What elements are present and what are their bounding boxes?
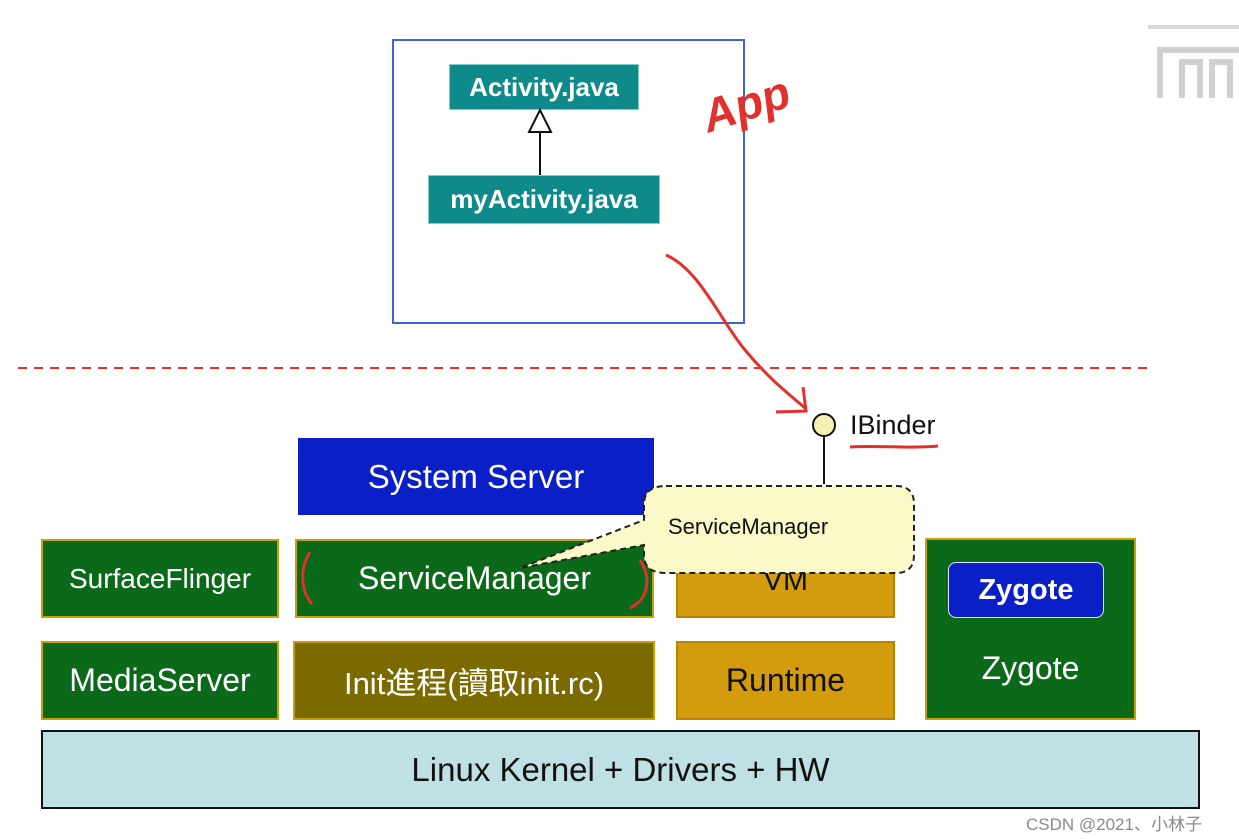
system-server-box: System Server — [298, 438, 654, 515]
surface-flinger-box: SurfaceFlinger — [41, 539, 279, 618]
handwritten-arrowhead — [775, 386, 808, 414]
inheritance-arrowhead — [527, 107, 553, 133]
activity-class-box: Activity.java — [449, 64, 639, 110]
my-activity-class-box: myActivity.java — [428, 175, 660, 224]
media-server-box: MediaServer — [41, 641, 279, 720]
init-process-box: Init進程(讀取init.rc) — [293, 641, 655, 720]
app-layer-frame — [392, 39, 745, 324]
right-red-bracket — [629, 559, 649, 610]
service-manager-callout-text: ServiceManager — [668, 514, 829, 539]
ibinder-label: IBinder — [850, 410, 936, 440]
handwritten-arrow-to-ibinder — [665, 253, 806, 410]
partial-logo-icon — [1148, 25, 1239, 98]
left-red-bracket — [301, 551, 314, 605]
runtime-box: Runtime — [676, 641, 895, 720]
service-manager-callout-bubble — [519, 485, 915, 574]
ibinder-interface-circle — [812, 413, 836, 437]
zygote-badge: Zygote — [948, 562, 1104, 618]
linux-kernel-box: Linux Kernel + Drivers + HW — [41, 730, 1200, 809]
zygote-label: Zygote — [981, 649, 1080, 686]
ibinder-underline — [849, 444, 939, 449]
watermark-text: CSDN @2021、小林子 — [1026, 815, 1202, 834]
